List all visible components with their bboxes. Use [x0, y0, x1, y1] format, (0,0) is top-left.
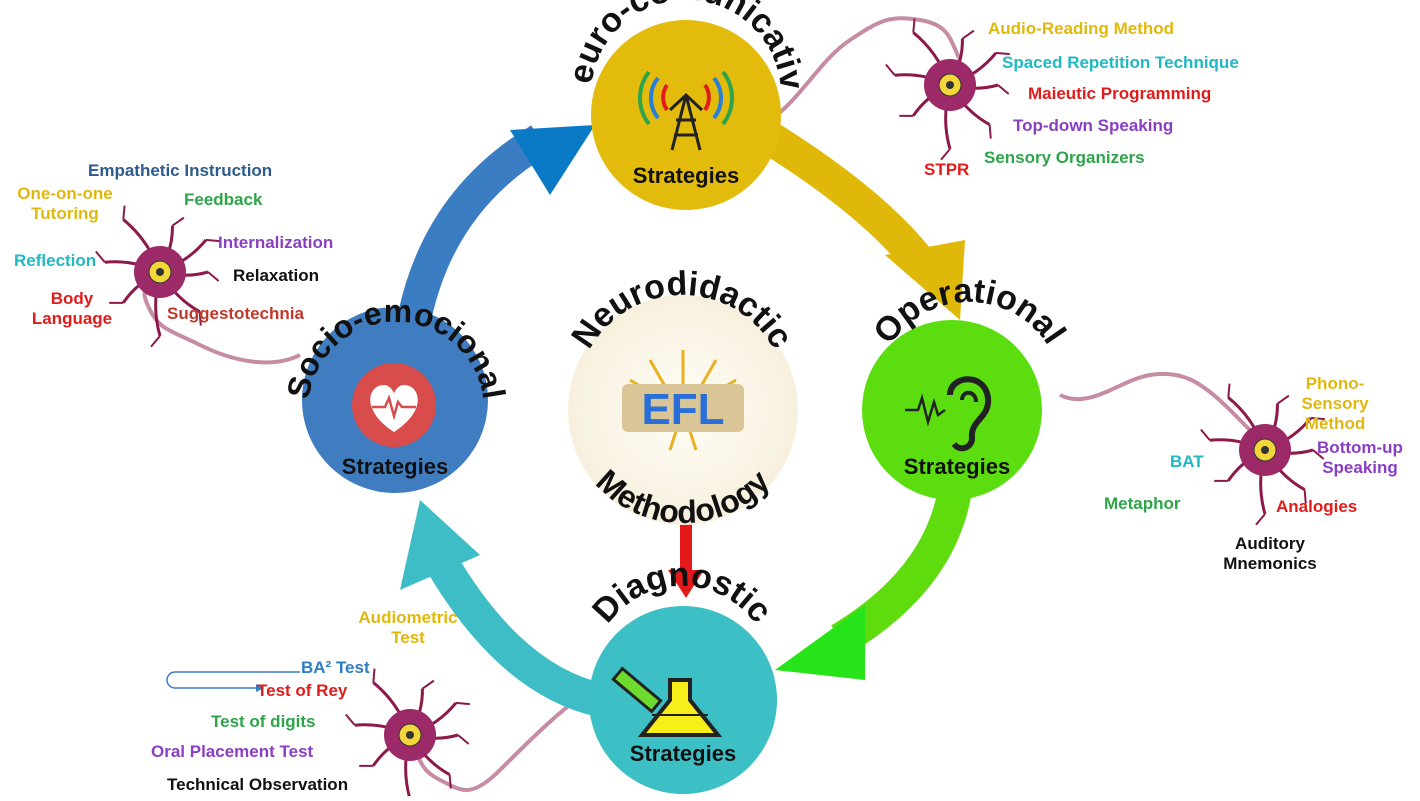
- hub-neuro-strategies: Strategies: [633, 163, 739, 188]
- arrow-operational-to-diagnostic: [775, 486, 972, 680]
- heart-icon: [352, 363, 436, 447]
- neuro-strategy-label: Audio-Reading Method: [988, 19, 1175, 38]
- efl-badge-bg: [622, 384, 744, 432]
- operational-strategy-label: Bottom-up Speaking: [1317, 438, 1403, 477]
- axon-operational: [1059, 371, 1267, 451]
- arrow-center-to-diagnostic: [668, 522, 704, 598]
- hub-operational-strategies: Strategies: [904, 454, 1010, 479]
- arrow-diagnostic-to-socio: [400, 500, 605, 717]
- operational-strategy-label: Phono-Sensory Method: [1301, 374, 1369, 433]
- axon-neuro: [768, 16, 962, 122]
- neuro-strategy-label: STPR: [924, 160, 970, 179]
- arrow-neuro-to-operational: [756, 120, 965, 320]
- hub-socio-strategies: Strategies: [342, 454, 448, 479]
- neuron-operational: [1200, 383, 1325, 526]
- arrow-socio-to-neuro: [398, 125, 595, 319]
- diagnostic-strategy-label: Test of Rey: [257, 681, 348, 700]
- neuron-socio: [95, 205, 220, 348]
- operational-strategy-label: Auditory Mnemonics: [1223, 534, 1317, 573]
- center-emblem: Neurodidactic EFL Methodology: [564, 265, 800, 531]
- diagnostic-strategy-label: BA² Test: [301, 658, 370, 677]
- diagnostic-strategy-label: Audiometric Test: [358, 608, 458, 647]
- efl-badge: EFL: [641, 385, 724, 434]
- neurons: [95, 18, 1325, 801]
- neuro-strategy-label: Maieutic Programming: [1028, 84, 1212, 103]
- hub-socio[interactable]: Socio-emocional Strategies: [280, 293, 512, 493]
- socio-strategy-label: Relaxation: [233, 266, 319, 285]
- socio-strategy-label: Feedback: [184, 190, 263, 209]
- neuro-strategy-label: Top-down Speaking: [1013, 116, 1174, 135]
- ear-icon: [905, 376, 992, 452]
- hub-diagnostic[interactable]: Diagnostic Strategies: [585, 556, 779, 794]
- neuron-diagnostic: [345, 668, 470, 801]
- diagnostic-strategy-label: Technical Observation: [167, 775, 349, 794]
- neuron-neuro: [885, 18, 1010, 161]
- hub-diagnostic-strategies: Strategies: [630, 741, 736, 766]
- flask-icon: [611, 666, 723, 737]
- socio-strategy-label: Body Language: [31, 289, 113, 328]
- operational-strategy-label: BAT: [1170, 452, 1204, 471]
- diagnostic-strategy-label: Test of digits: [211, 712, 316, 731]
- diagnostic-strategy-label: Oral Placement Test: [151, 742, 314, 761]
- axon-socio: [142, 278, 301, 365]
- socio-strategy-label: Reflection: [14, 251, 97, 270]
- socio-strategy-label: Internalization: [218, 233, 334, 252]
- hub-operational[interactable]: Operational Strategies: [862, 272, 1073, 500]
- neuro-strategy-label: Sensory Organizers: [984, 148, 1145, 167]
- socio-strategy-label: Suggestotechnia: [167, 304, 304, 323]
- operational-strategy-label: Analogies: [1276, 497, 1358, 516]
- socio-strategy-label: One-on-one Tutoring: [17, 184, 113, 223]
- neuro-strategy-label: Spaced Repetition Technique: [1002, 53, 1239, 72]
- antenna-icon: [638, 70, 734, 151]
- operational-strategy-label: Metaphor: [1104, 494, 1181, 513]
- ba2-connector: [166, 671, 300, 692]
- socio-strategy-label: Empathetic Instruction: [88, 161, 273, 180]
- axon-diagnostic: [408, 688, 592, 792]
